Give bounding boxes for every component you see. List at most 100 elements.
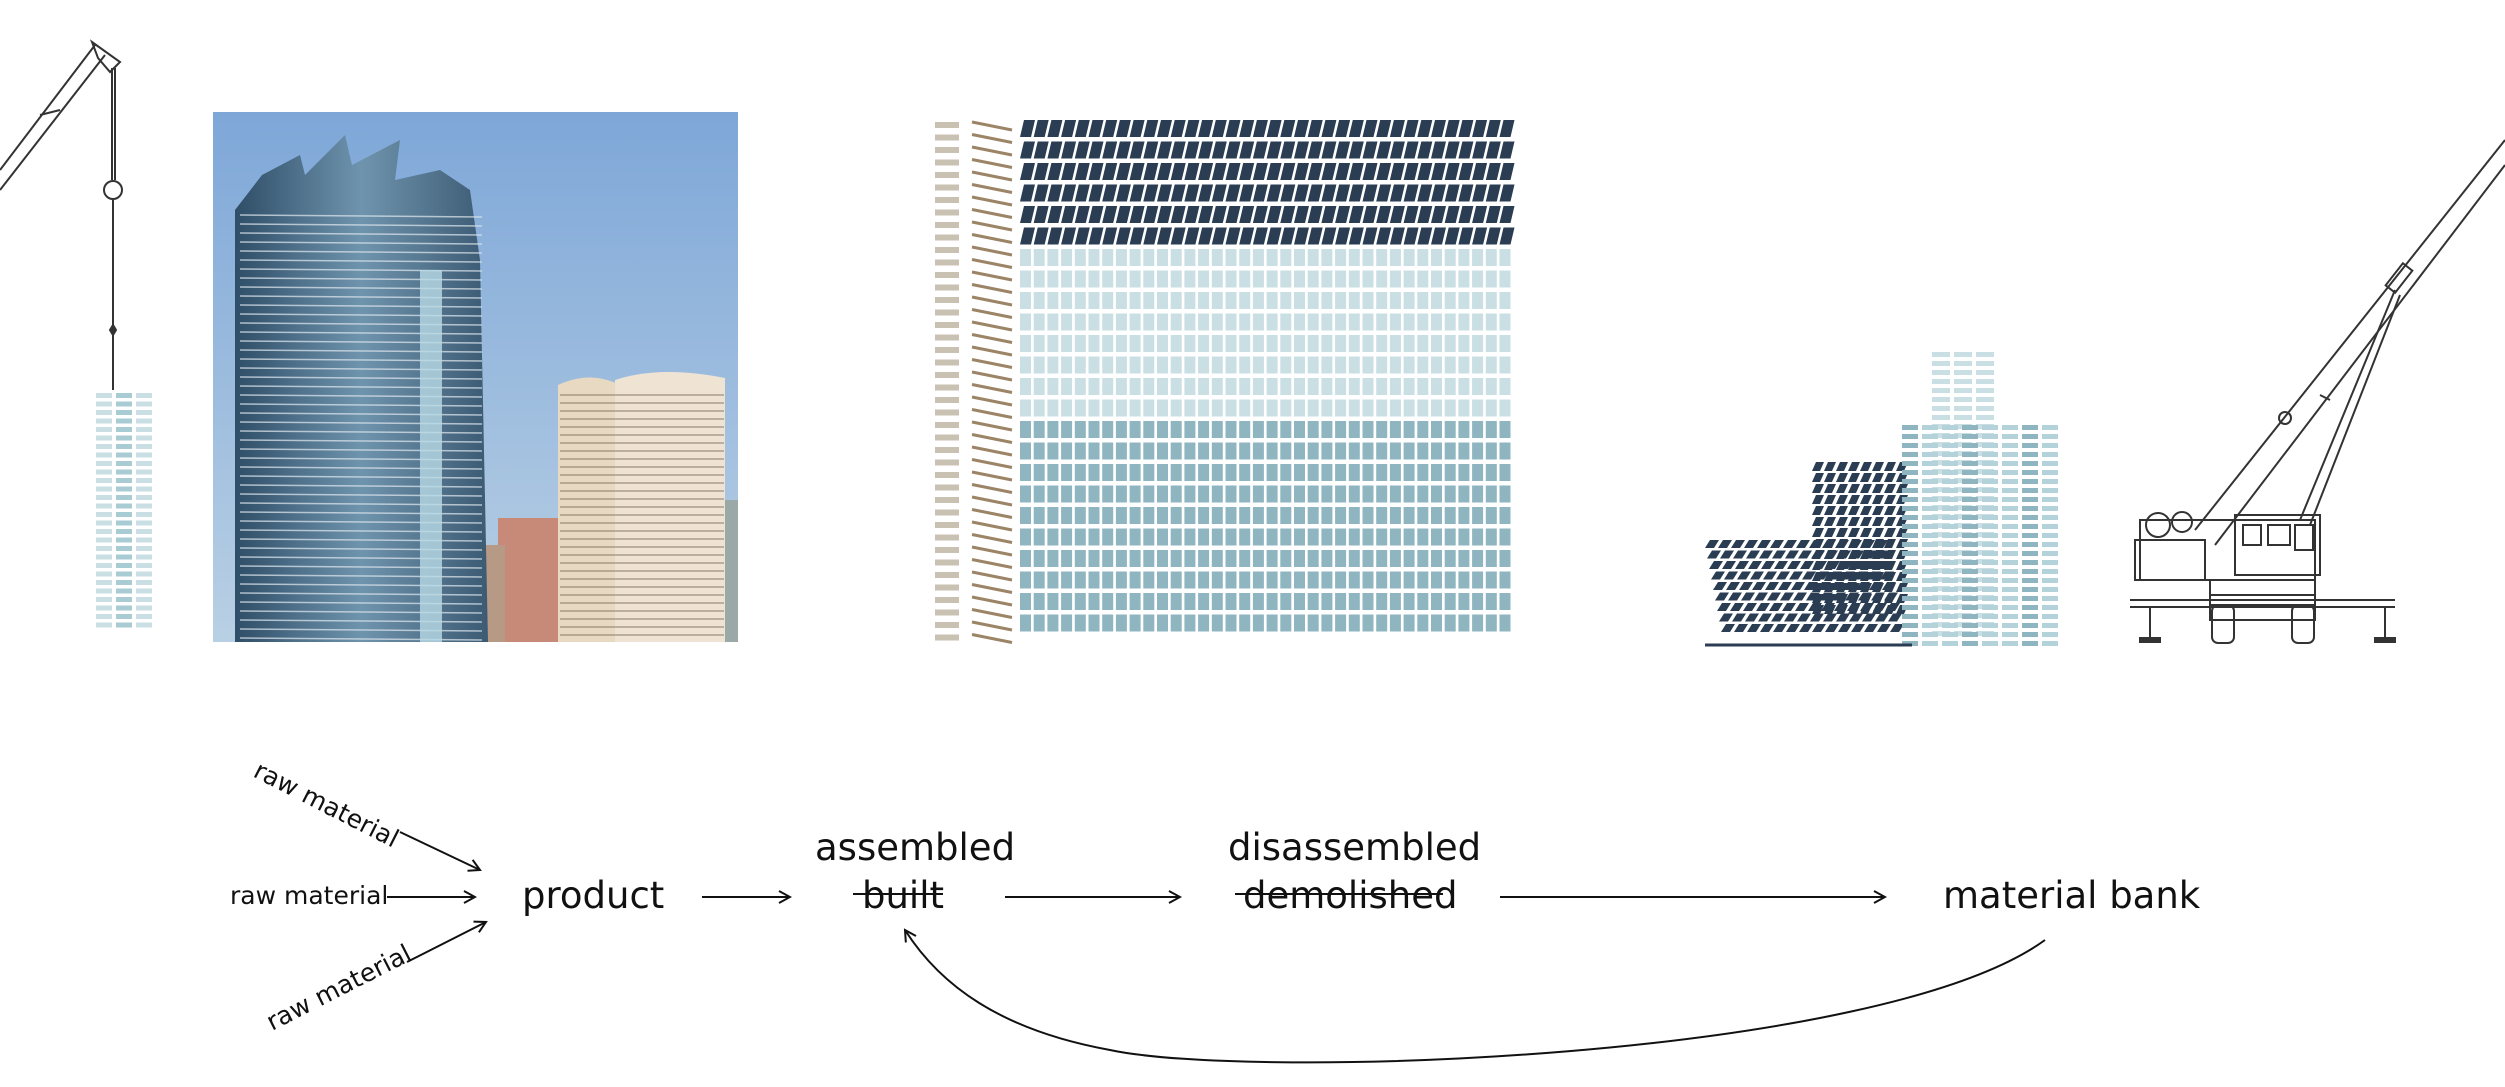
facade-panel	[1444, 313, 1456, 331]
facade-panel	[1348, 184, 1364, 202]
stacked-panel	[1942, 479, 1958, 484]
facade-panel	[1376, 442, 1388, 460]
slat-panel	[935, 622, 959, 628]
facade-panel	[1485, 206, 1501, 223]
fallen-panel	[1800, 561, 1814, 569]
wood-slat	[971, 170, 1013, 182]
stacked-panel	[2042, 533, 2058, 538]
facade-panel	[1266, 571, 1278, 589]
stacked-panel	[2002, 623, 2018, 628]
hanging-panel	[136, 546, 152, 551]
facade-panel	[1074, 507, 1086, 524]
leaning-panel	[1836, 605, 1848, 614]
stacked-panel	[1932, 424, 1950, 429]
fallen-panel	[1715, 592, 1729, 601]
facade-panel	[1088, 163, 1104, 180]
facade-panel	[1280, 528, 1292, 546]
stacked-panel	[2002, 434, 2018, 439]
stacked-panel	[1954, 406, 1972, 411]
facade-panel	[1444, 571, 1456, 589]
hanging-panel	[116, 401, 132, 407]
wood-slat	[971, 495, 1013, 507]
hanging-panel	[116, 563, 132, 568]
stacked-panel	[1942, 470, 1958, 475]
facade-panel	[1033, 528, 1045, 546]
stacked-panel	[1976, 397, 1994, 402]
stacked-panel	[1902, 461, 1918, 466]
facade-panel	[1252, 550, 1264, 567]
facade-panel	[1294, 356, 1305, 374]
stacked-panel	[2022, 524, 2038, 529]
facade-panel	[1362, 464, 1374, 481]
facade-panel	[1143, 184, 1159, 202]
leaning-panel	[1824, 605, 1836, 614]
tower-photo	[213, 112, 738, 642]
wood-slat	[971, 483, 1013, 494]
stacked-panel	[1932, 604, 1950, 609]
stacked-panel	[1982, 488, 1998, 493]
facade-panel	[1033, 507, 1045, 524]
facade-panel	[1417, 528, 1429, 546]
facade-panel	[1020, 399, 1031, 417]
facade-panel	[1335, 507, 1347, 524]
fallen-panel	[1722, 561, 1736, 569]
stacked-panel	[2042, 470, 2058, 475]
facade-panel	[1362, 313, 1374, 331]
facade-panel	[1280, 593, 1292, 610]
facade-panel	[1335, 206, 1351, 223]
facade-panel	[1472, 507, 1484, 524]
facade-panel	[1211, 442, 1223, 460]
hanging-panel	[136, 563, 152, 568]
wood-slat	[971, 395, 1013, 407]
facade-panel	[1143, 464, 1155, 481]
facade-panel	[1239, 270, 1251, 288]
wood-slat	[971, 433, 1013, 444]
facade-panel	[1088, 292, 1100, 309]
facade-panel	[1294, 163, 1309, 180]
facade-panel	[1061, 227, 1077, 245]
facade-panel	[1239, 421, 1251, 438]
facade-panel	[1033, 163, 1049, 180]
stacked-panel	[1902, 470, 1918, 475]
facade-panel	[1211, 528, 1223, 546]
stacked-panel	[1932, 370, 1950, 375]
leaning-panel	[1860, 528, 1872, 537]
stacked-panel	[1962, 524, 1978, 529]
facade-panel	[1157, 421, 1168, 438]
facade-panel	[1033, 442, 1045, 460]
facade-panel	[1020, 141, 1035, 159]
facade-panel	[1376, 335, 1388, 352]
fallen-panel	[1735, 561, 1749, 569]
facade-panel	[1485, 442, 1497, 460]
facade-panel	[1088, 399, 1100, 417]
stacked-panel	[2022, 542, 2038, 547]
wood-slat	[971, 633, 1013, 644]
stacked-panel	[1932, 451, 1950, 456]
fallen-panel	[1731, 540, 1745, 548]
facade-panel	[1348, 356, 1360, 374]
stacked-panel	[2002, 596, 2018, 601]
leaning-panel	[1836, 539, 1848, 548]
facade-panel	[1431, 184, 1446, 202]
facade-panel	[1074, 163, 1090, 180]
wood-slat	[971, 533, 1013, 544]
stacked-panel	[2022, 461, 2038, 466]
stacked-panel	[1932, 559, 1950, 564]
facade-panel	[1266, 614, 1278, 632]
facade-panel	[1280, 313, 1292, 331]
stacked-panel	[1922, 632, 1938, 637]
facade-panel	[1061, 206, 1077, 223]
facade-panel	[1143, 335, 1155, 352]
facade-panel	[1252, 227, 1268, 245]
leaning-panel	[1824, 583, 1836, 592]
facade-panel	[1020, 550, 1031, 567]
stacked-panel	[1982, 434, 1998, 439]
facade-panel	[1431, 399, 1442, 417]
facade-panel	[1115, 593, 1127, 610]
facade-panel	[1033, 614, 1045, 632]
stacked-panel	[1922, 425, 1938, 430]
stacked-panel	[1902, 560, 1918, 565]
facade-panel	[1211, 421, 1223, 438]
facade-panel	[1184, 399, 1196, 417]
facade-panel	[1362, 120, 1378, 137]
